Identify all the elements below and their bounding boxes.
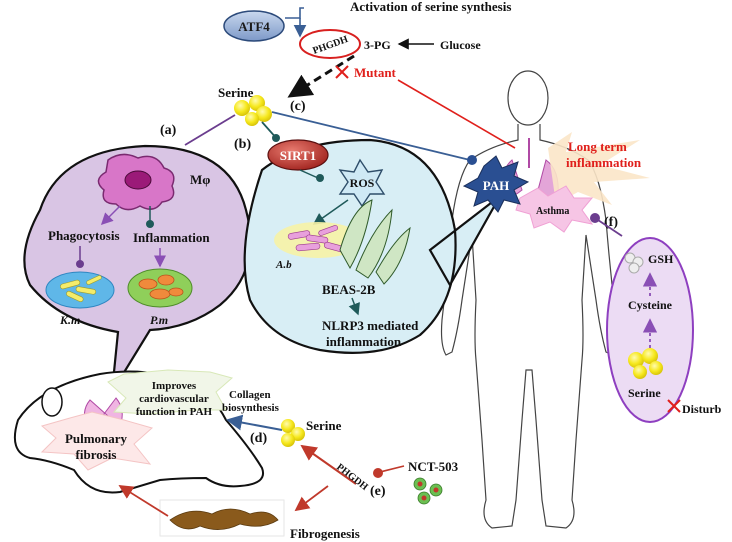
3pg-to-serine-dashed-arrow (287, 54, 355, 98)
nct-molecules (413, 477, 443, 505)
ab-bacteria (287, 225, 345, 253)
phgdh-to-fibrogenesis-arrow (294, 485, 329, 512)
pm-bacteria (127, 268, 193, 308)
pulmonary-fibrosis-burst (40, 411, 154, 471)
beas-cells (339, 199, 411, 285)
fibrogenesis-fibers (169, 508, 279, 530)
three-pg-label: 3-PG (364, 38, 391, 52)
asthma-label: Asthma (536, 206, 569, 217)
macrophage-bubble (23, 144, 252, 393)
long-term-inflammation-burst (548, 132, 650, 205)
macrophage-label: Mφ (190, 172, 210, 187)
pah-star (462, 155, 530, 213)
label-e: (e) (370, 484, 386, 499)
serine-to-collagen-arrow (226, 414, 283, 431)
cysteine-label: Cysteine (628, 298, 673, 312)
label-c: (c) (290, 99, 306, 114)
improves-burst (107, 369, 234, 415)
long-term-label-1: Long term (568, 139, 627, 154)
collagen-label-1: Collagen (229, 389, 271, 401)
collagen-label-2: biosynthesis (222, 402, 280, 414)
ab-label: A.b (275, 259, 292, 271)
km-endpoint (76, 260, 84, 268)
pulmonary-label-2: fibrosis (76, 447, 117, 462)
nct-endpoint (373, 468, 383, 478)
serine-d-molecules (281, 419, 305, 447)
fibrogenesis-label: Fibrogenesis (290, 526, 360, 541)
improves-label-3: function in PAH (136, 406, 213, 418)
phgdh-top-node (299, 29, 361, 59)
phgdh-e-label: PHGDH (334, 462, 370, 493)
ros-endpoint (316, 174, 324, 182)
nlrp3-label-2: inflammation (326, 334, 402, 349)
sirt1-label: SIRT1 (280, 148, 316, 163)
fibrogenesis-to-fibrosis-arrow (118, 485, 169, 517)
phagocytosis-label: Phagocytosis (48, 228, 120, 243)
inflammation-endpoint (146, 220, 154, 228)
serine-to-macrophage-line (184, 114, 236, 146)
glucose-label: Glucose (440, 38, 481, 52)
pulmonary-label-1: Pulmonary (65, 431, 128, 446)
mutant-label: Mutant (354, 65, 397, 80)
label-d: (d) (250, 431, 267, 446)
phgdh-to-serine-d-line (300, 444, 357, 485)
nct-label: NCT-503 (408, 459, 459, 474)
mutant-cross (335, 65, 349, 79)
km-label: K.m (59, 313, 80, 327)
macrophage-nucleus (124, 170, 152, 190)
serine-top-molecules (234, 95, 272, 126)
serine-f-label: Serine (628, 386, 661, 400)
disturb-cross (667, 399, 681, 413)
asthma-to-f-line (597, 219, 623, 237)
long-term-label-2: inflammation (566, 155, 642, 170)
sirt1-line-endpoint (272, 134, 280, 142)
pm-cells (138, 274, 184, 300)
serine-to-pah-line (271, 111, 471, 161)
atf4-activation-arrow (285, 7, 304, 19)
asthma-burst (515, 185, 594, 233)
atf4-label: ATF4 (238, 19, 270, 34)
inflammation-label: Inflammation (133, 230, 210, 245)
disturb-label: Disturb (682, 402, 722, 416)
improves-label-1: Improves (152, 380, 197, 392)
serine-top-label: Serine (218, 85, 254, 100)
gsh-label: GSH (648, 252, 674, 266)
sirt1-node (267, 139, 329, 171)
ros-label: ROS (350, 176, 375, 190)
pah-label: PAH (483, 178, 509, 193)
nct-inhibition-line (379, 465, 405, 473)
beas-to-nlrp3 (348, 297, 360, 316)
pm-label: P.m (150, 313, 168, 327)
pah-line-endpoint (467, 155, 477, 165)
nlrp3-label-1: NLRP3 mediated (322, 318, 419, 333)
beas-label: BEAS-2B (322, 282, 376, 297)
label-b: (b) (234, 137, 251, 152)
atf4-node (223, 10, 285, 42)
ros-to-ab (312, 199, 349, 225)
serine-f-molecules (628, 348, 663, 379)
km-rods (60, 275, 102, 303)
sirt1-to-ros (299, 169, 319, 179)
improves-label-2: cardiovascular (139, 393, 209, 405)
mouse-ear (41, 387, 63, 417)
label-a: (a) (160, 123, 177, 138)
activation-label: Activation of serine synthesis (350, 0, 511, 14)
macrophage-to-phagocytosis (100, 205, 121, 226)
mutant-to-pah-line (397, 79, 516, 149)
asthma-f-endpoint (590, 213, 600, 223)
serine-d-label: Serine (306, 418, 342, 433)
gsh-molecule-icon (624, 252, 644, 274)
